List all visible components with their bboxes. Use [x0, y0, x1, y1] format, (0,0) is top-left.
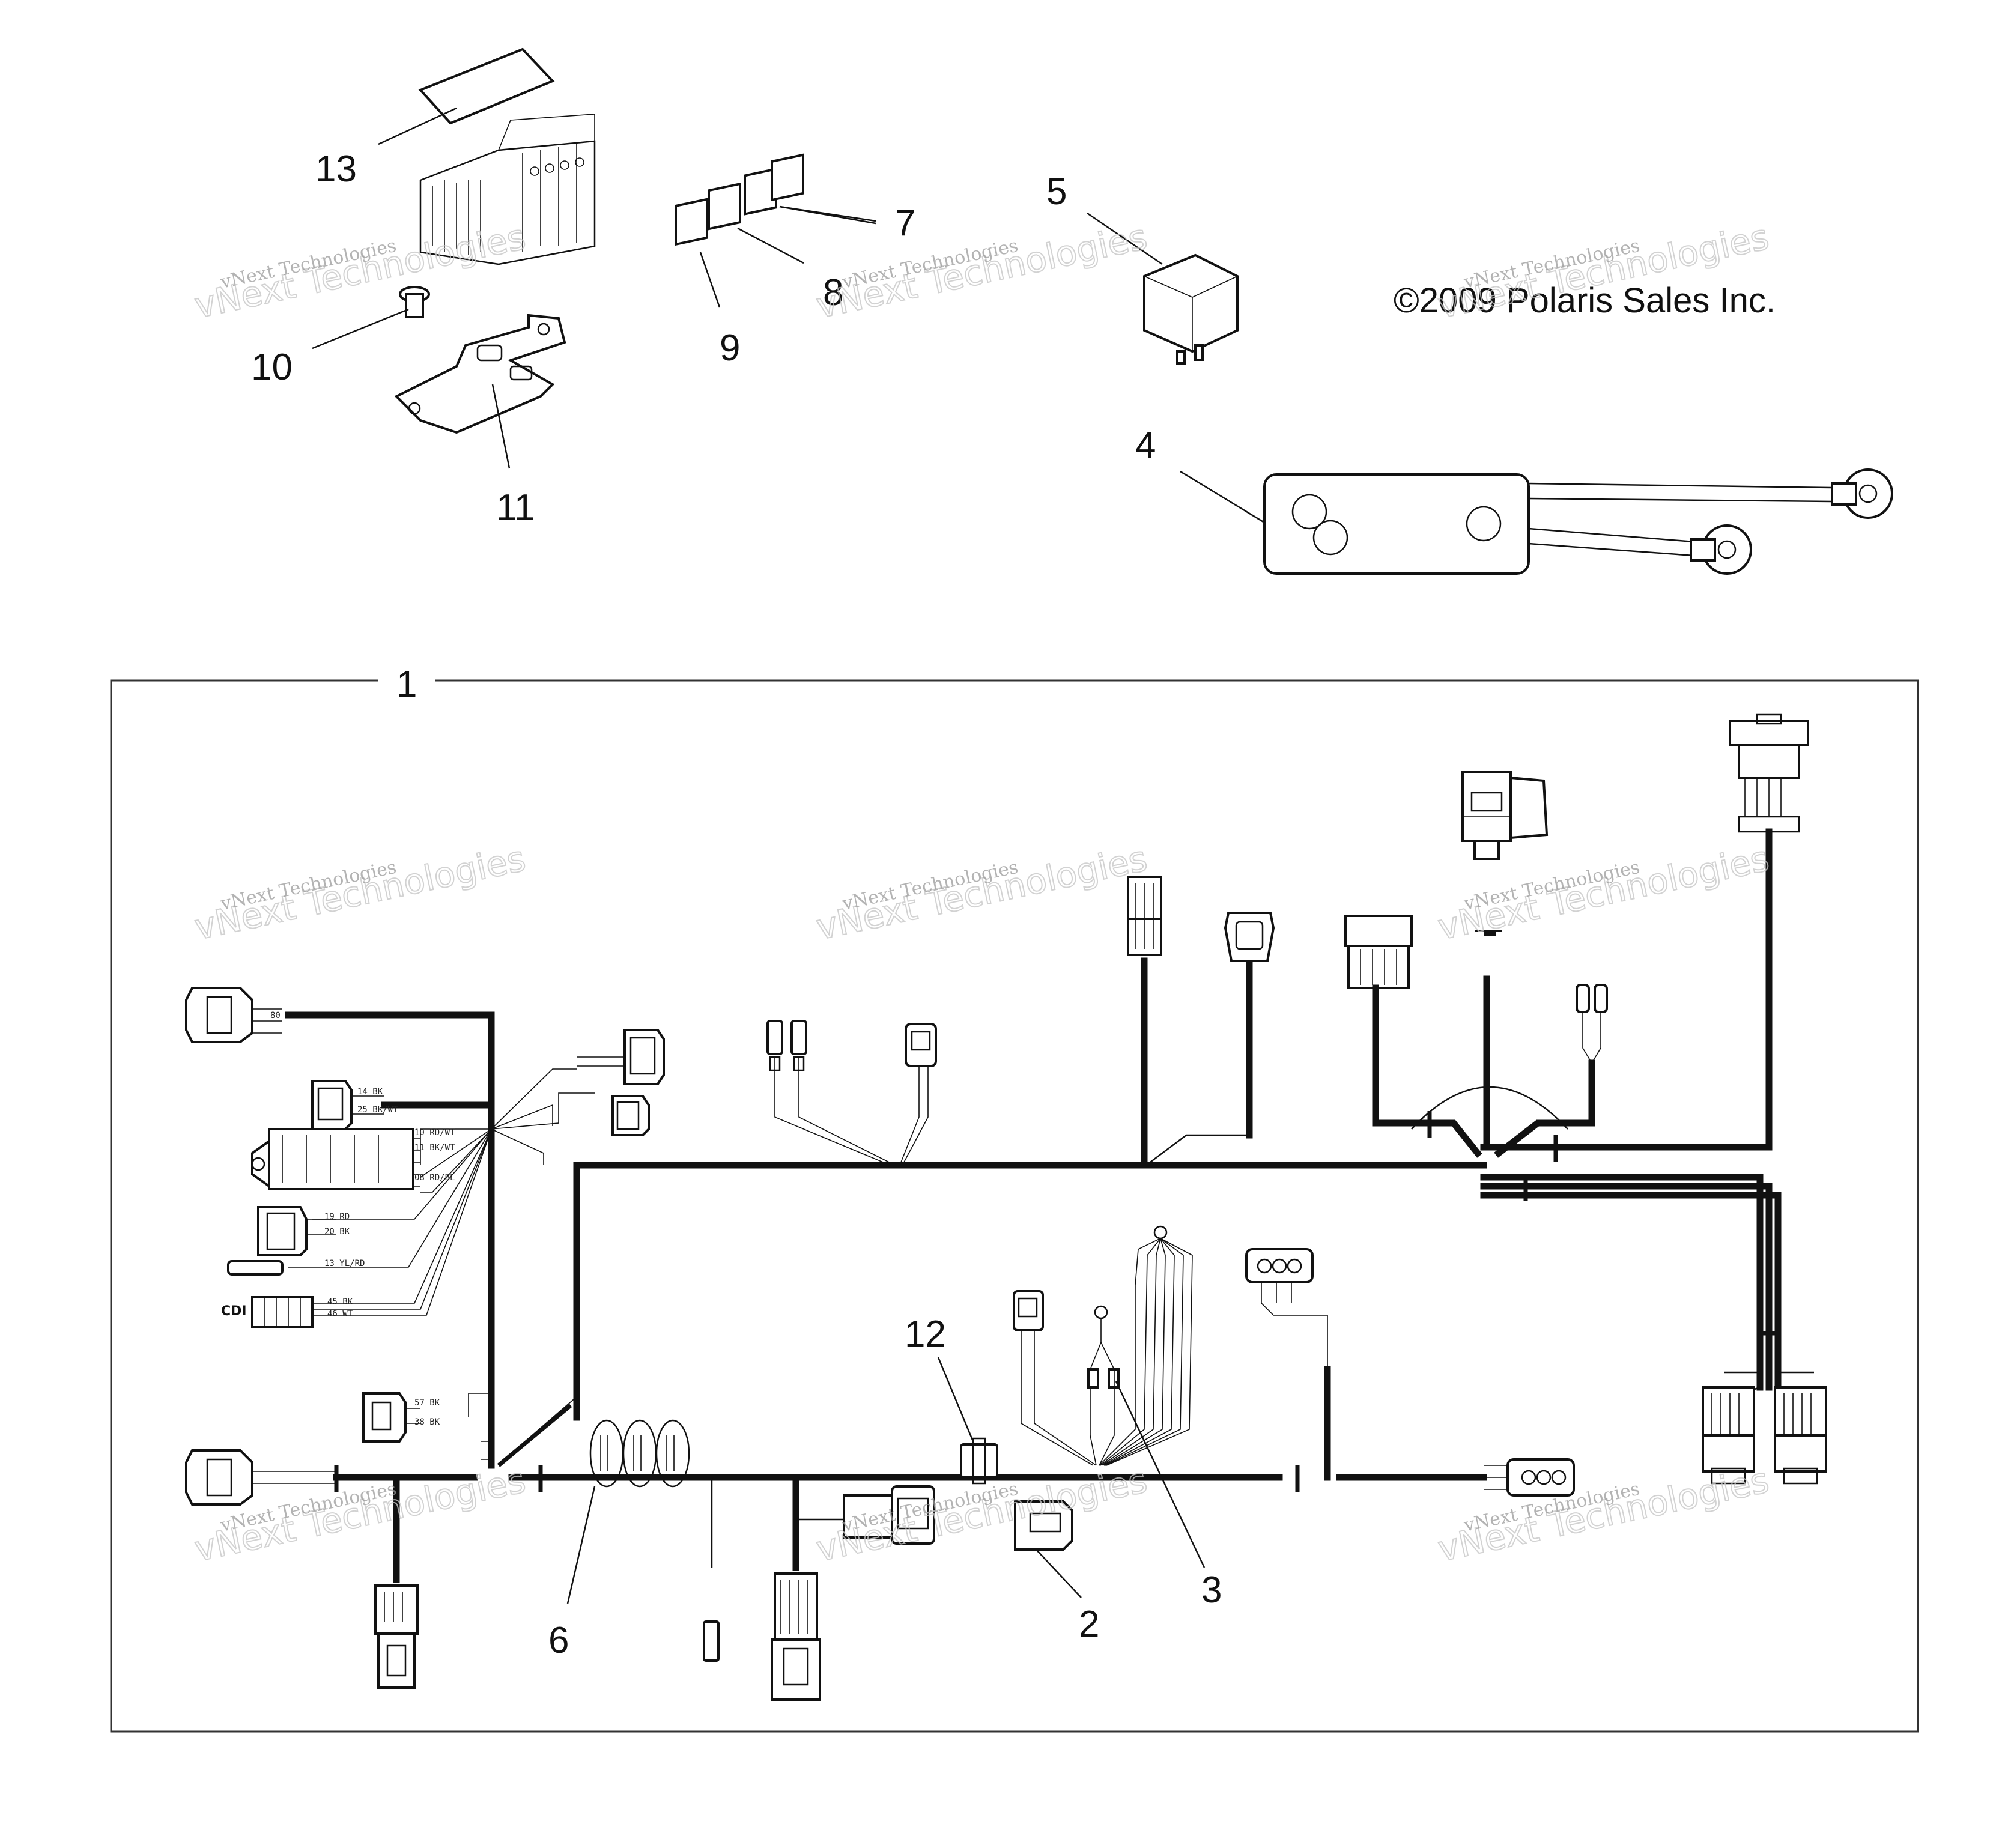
leader-4: [1180, 470, 1265, 524]
copyright-text: ©2009 Polaris Sales Inc.: [1394, 281, 1776, 320]
harness-main-wires: [285, 828, 1815, 1583]
svg-text:46 WT: 46 WT: [327, 1309, 353, 1319]
leader-5: [1087, 212, 1163, 265]
callout-4: 4: [1135, 425, 1156, 466]
part-11-bracket: [394, 314, 566, 469]
lower-middle-components: [334, 1225, 1575, 1701]
callout-3: 3: [1201, 1569, 1222, 1611]
svg-text:10 RD/WT: 10 RD/WT: [414, 1128, 455, 1138]
part-10-bolt: [312, 286, 430, 350]
part-4-ground-strap: [1180, 468, 1893, 575]
svg-text:45 BK: 45 BK: [327, 1297, 353, 1307]
leader-8: [737, 227, 804, 264]
part-6-grommet-c: [655, 1419, 690, 1488]
part-12-clip: [960, 1443, 998, 1479]
callout-5: 5: [1046, 171, 1067, 213]
svg-text:80: 80: [270, 1011, 281, 1020]
part-3-splice: [1087, 1368, 1099, 1389]
svg-text:14 BK: 14 BK: [357, 1087, 383, 1097]
parts-7-8-9-fuses: [675, 153, 876, 308]
part-5-relay: [1087, 212, 1239, 365]
svg-text:19 RD: 19 RD: [324, 1212, 350, 1222]
svg-text:25 BK/WT: 25 BK/WT: [357, 1105, 398, 1115]
svg-text:38 BK: 38 BK: [414, 1417, 440, 1427]
svg-text:13 YL/RD: 13 YL/RD: [324, 1259, 365, 1268]
left-connectors: 80 14 BK 25 BK/WT 10 RD/WT 11 BK/WT 08 R…: [185, 987, 665, 1689]
svg-text:57 BK: 57 BK: [414, 1398, 440, 1408]
leader-9: [699, 252, 721, 308]
callout-1: 1: [396, 664, 417, 705]
callout-10: 10: [251, 347, 293, 388]
svg-text:08 RD/BL: 08 RD/BL: [414, 1173, 455, 1183]
leader-10: [312, 308, 409, 350]
callout-6: 6: [548, 1620, 569, 1661]
harness-frame: [110, 679, 1919, 1733]
svg-text:11 BK/WT: 11 BK/WT: [414, 1143, 455, 1153]
cdi-label: CDI: [221, 1304, 247, 1319]
upper-middle-connectors: [766, 876, 1275, 1163]
part-13-fuse-box-and-label: [378, 47, 596, 265]
callout-8: 8: [823, 272, 843, 314]
leader-12: [937, 1357, 974, 1442]
callout-12: 12: [905, 1313, 946, 1355]
leader-6: [566, 1486, 596, 1604]
callout-7: 7: [895, 202, 915, 244]
leader-11: [491, 384, 511, 469]
leader-3: [1115, 1381, 1206, 1568]
upper-right-connectors: [1344, 713, 1827, 1485]
svg-text:20 BK: 20 BK: [324, 1227, 350, 1237]
leader-2: [1036, 1549, 1082, 1598]
callout-2: 2: [1079, 1604, 1099, 1645]
leader-13: [378, 107, 457, 145]
callout-13: 13: [315, 148, 357, 190]
callout-11: 11: [496, 487, 535, 529]
leader-7b: [779, 205, 876, 225]
left-breakout-wires: [288, 1068, 595, 1460]
callout-9: 9: [720, 327, 740, 369]
